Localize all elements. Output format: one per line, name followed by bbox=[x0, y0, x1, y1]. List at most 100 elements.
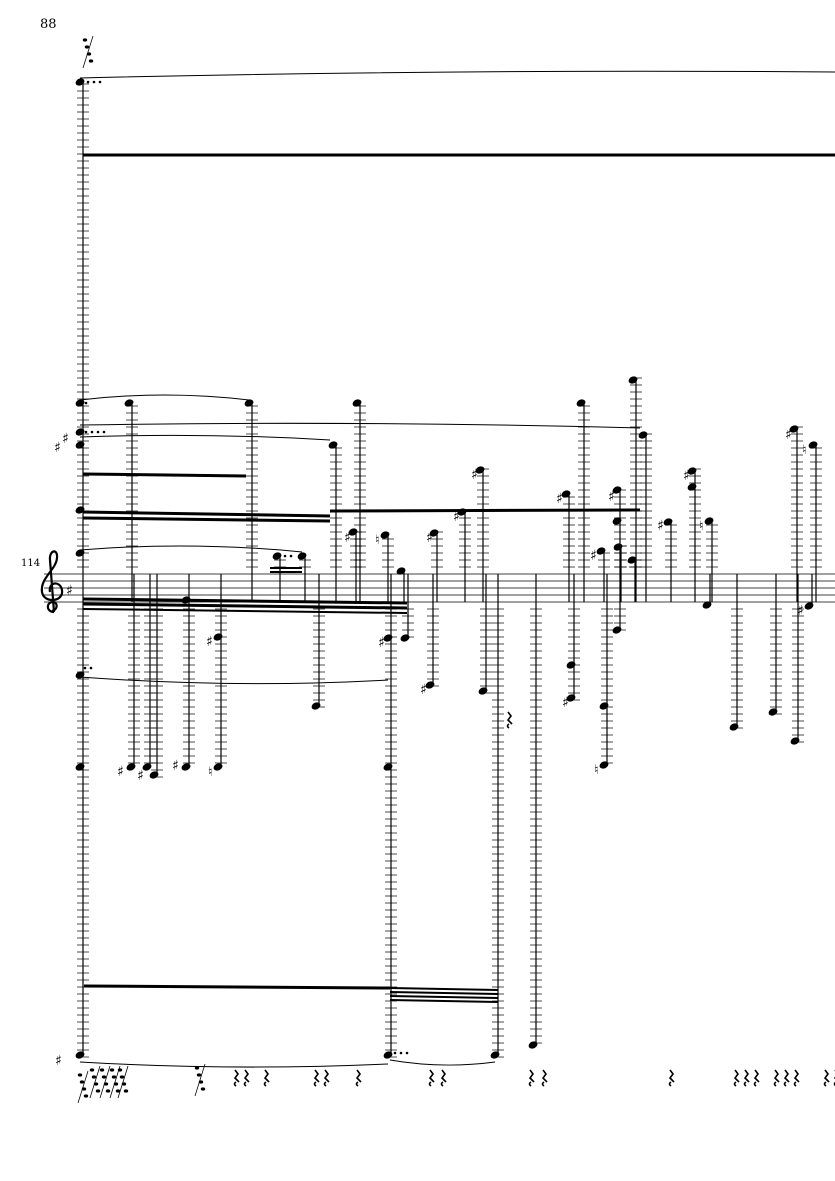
notehead bbox=[687, 483, 697, 491]
notehead bbox=[75, 428, 85, 436]
grace-notehead bbox=[123, 1089, 129, 1093]
notehead bbox=[213, 633, 223, 641]
natural-icon: ♮ bbox=[208, 765, 213, 780]
notehead bbox=[790, 737, 800, 745]
beam bbox=[389, 999, 499, 1003]
grace-notehead bbox=[89, 1068, 95, 1072]
tie bbox=[79, 422, 641, 429]
notehead bbox=[638, 431, 648, 439]
sharp-icon: ♯ bbox=[66, 583, 73, 599]
beam bbox=[83, 984, 391, 990]
augmentation-dot bbox=[84, 401, 88, 405]
ledger-lines bbox=[77, 83, 822, 1058]
sharp-icon: ♯ bbox=[426, 530, 433, 546]
sharp-icon: ♯ bbox=[797, 603, 804, 619]
quarter-rest-icon bbox=[668, 1069, 675, 1087]
grace-notehead bbox=[115, 1089, 121, 1093]
notehead bbox=[383, 634, 393, 642]
beam bbox=[329, 508, 641, 513]
quarter-rest-icon bbox=[440, 1069, 447, 1087]
quarter-rest-icon bbox=[823, 1069, 830, 1087]
tie bbox=[389, 1059, 496, 1066]
notehead bbox=[478, 687, 488, 695]
quarter-rest-icon bbox=[773, 1069, 780, 1087]
measure-number: 114 bbox=[21, 558, 41, 569]
noteheads bbox=[75, 78, 818, 1059]
notehead bbox=[663, 518, 673, 526]
augmentation-dot bbox=[102, 430, 106, 434]
grace-notehead bbox=[194, 1066, 200, 1070]
sharp-icon: ♯ bbox=[62, 431, 69, 447]
notehead bbox=[804, 602, 814, 610]
notehead bbox=[628, 376, 638, 384]
quarter-rest-icon bbox=[263, 1069, 270, 1087]
grace-slash bbox=[194, 1063, 206, 1097]
beam bbox=[82, 608, 408, 614]
sharp-icon: ♯ bbox=[172, 758, 179, 774]
page-number: 88 bbox=[40, 17, 57, 32]
notehead bbox=[425, 681, 435, 689]
grace-notehead bbox=[79, 1080, 85, 1084]
notehead bbox=[383, 1051, 393, 1059]
grace-notehead bbox=[105, 1089, 111, 1093]
natural-icon: ♮ bbox=[699, 519, 704, 534]
tie bbox=[79, 70, 835, 79]
beam bbox=[82, 510, 331, 518]
notehead bbox=[213, 763, 223, 771]
quarter-rest-icon bbox=[233, 1069, 240, 1087]
beam bbox=[389, 995, 499, 999]
grace-notehead bbox=[111, 1075, 117, 1079]
notehead bbox=[528, 1041, 538, 1049]
notehead bbox=[75, 1051, 85, 1059]
quarter-rest-icon bbox=[743, 1069, 750, 1087]
notehead bbox=[612, 517, 622, 525]
sharp-icon: ♯ bbox=[471, 467, 478, 483]
notehead bbox=[244, 399, 254, 407]
sharp-icon: ♯ bbox=[55, 1053, 62, 1069]
beam bbox=[82, 597, 408, 605]
grace-notehead bbox=[95, 1089, 101, 1093]
beam bbox=[389, 991, 499, 995]
augmentation-dot bbox=[90, 430, 94, 434]
notehead bbox=[75, 763, 85, 771]
augmentation-dot bbox=[98, 80, 102, 84]
grace-slash bbox=[82, 35, 94, 69]
tie bbox=[79, 1061, 389, 1068]
notehead bbox=[75, 506, 85, 514]
notehead bbox=[576, 399, 586, 407]
sharp-icon: ♯ bbox=[785, 427, 792, 443]
augmentation-dot bbox=[96, 430, 100, 434]
notehead bbox=[768, 708, 778, 716]
sharp-icon: ♯ bbox=[420, 682, 427, 698]
staff-lines bbox=[44, 573, 835, 603]
natural-icon: ♮ bbox=[375, 533, 380, 548]
notehead bbox=[181, 763, 191, 771]
notehead bbox=[599, 761, 609, 769]
beam bbox=[82, 472, 247, 478]
quarter-rest-icon bbox=[355, 1069, 362, 1087]
sharp-icon: ♯ bbox=[117, 764, 124, 780]
grace-notehead bbox=[77, 1073, 83, 1077]
notehead bbox=[75, 78, 85, 86]
notehead bbox=[126, 763, 136, 771]
notehead bbox=[380, 531, 390, 539]
notehead bbox=[311, 702, 321, 710]
grace-slash bbox=[117, 1065, 129, 1099]
quarter-rest-icon bbox=[323, 1069, 330, 1087]
sharp-icon: ♯ bbox=[562, 695, 569, 711]
grace-slash bbox=[109, 1065, 121, 1099]
beam bbox=[82, 602, 408, 610]
quarter-rest-icon bbox=[783, 1069, 790, 1087]
quarter-rest-icon bbox=[506, 711, 513, 729]
notehead bbox=[429, 529, 439, 537]
augmentation-dot bbox=[283, 554, 287, 558]
sharp-icon: ♯ bbox=[683, 468, 690, 484]
grace-notehead bbox=[88, 59, 94, 63]
quarter-rest-icon bbox=[243, 1069, 250, 1087]
tie bbox=[79, 676, 389, 685]
notehead bbox=[566, 694, 576, 702]
notehead bbox=[297, 552, 307, 560]
grace-notehead bbox=[101, 1075, 107, 1079]
quarter-rest-icon bbox=[541, 1069, 548, 1087]
